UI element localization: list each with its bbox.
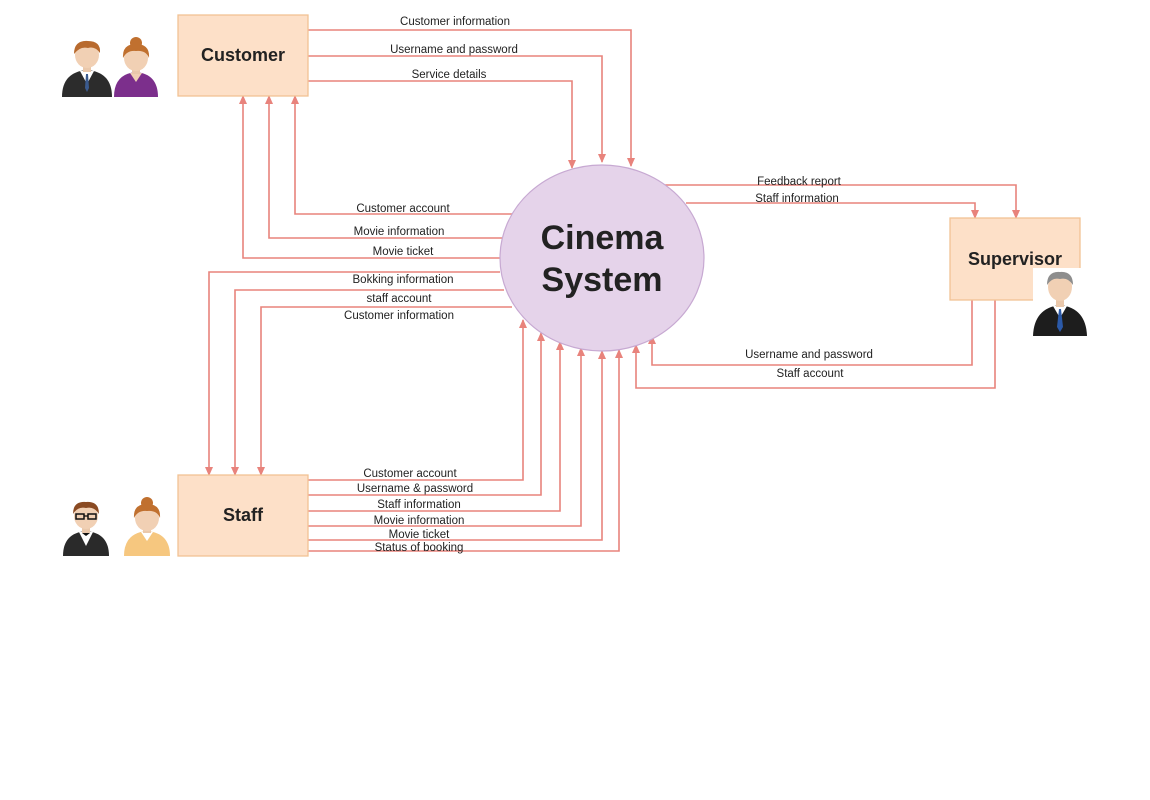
flow-label: Status of booking <box>375 542 464 554</box>
cinema-system-process: Cinema System <box>499 164 705 352</box>
flow-line-customer-account <box>291 95 515 215</box>
flow-label: Movie ticket <box>389 529 451 541</box>
flow-line-status-of-booking <box>308 349 623 552</box>
flow-line-supervisor-username-password <box>648 300 973 366</box>
flow-label: Service details <box>412 69 487 81</box>
customer-entity: Customer <box>177 14 309 97</box>
flow-line-booking-information <box>205 271 500 476</box>
flow-label: Staff information <box>377 499 461 511</box>
flow-label: Staff account <box>777 368 845 380</box>
flow-label: Username and password <box>745 349 873 361</box>
flow-label: Username and password <box>390 44 518 56</box>
flow-label: Feedback report <box>757 176 842 188</box>
staff-label: Staff <box>223 505 264 525</box>
flow-label: Movie information <box>374 515 465 527</box>
flow-line-username-password <box>308 55 606 163</box>
flow-line-customer-information <box>308 29 635 167</box>
flow-label: Bokking information <box>353 274 454 286</box>
flow-line-staff-username-password <box>308 332 545 496</box>
supervisor-avatar <box>1033 268 1090 338</box>
flow-line-staff-information <box>308 341 564 512</box>
flow-label: Customer information <box>400 16 510 28</box>
flow-label: Customer information <box>344 310 454 322</box>
supervisor-label: Supervisor <box>968 249 1062 269</box>
flow-line-feedback-report <box>664 184 1020 219</box>
flow-label: Customer account <box>356 203 450 215</box>
process-title-line2: System <box>542 261 663 299</box>
customer-man-avatar <box>62 40 112 97</box>
process-title-line1: Cinema <box>541 219 665 257</box>
staff-woman-avatar <box>124 497 170 556</box>
flow-label: staff account <box>367 293 433 305</box>
flow-label: Movie information <box>354 226 445 238</box>
flow-line-staff-account <box>231 289 504 476</box>
flow-label: Customer account <box>363 468 457 480</box>
flow-line-staff-account-supervisor <box>632 300 996 389</box>
flow-line-service-details <box>308 80 576 169</box>
flow-label: Movie ticket <box>373 246 435 258</box>
flow-line-movie-information <box>265 95 502 239</box>
customer-label: Customer <box>201 45 285 65</box>
flow-line-staff-customer-account <box>308 319 527 481</box>
flow-labels: Customer information Username and passwo… <box>344 16 873 554</box>
flow-label: Username & password <box>357 483 473 495</box>
staff-man-avatar <box>63 501 109 556</box>
flow-line-staff-customer-information <box>257 306 512 476</box>
flow-lines <box>205 29 1020 552</box>
flow-line-supervisor-staff-information <box>686 202 979 219</box>
flow-label: Staff information <box>755 193 839 205</box>
customer-woman-avatar <box>114 37 158 97</box>
flow-line-staff-movie-ticket <box>308 350 606 541</box>
staff-entity: Staff <box>177 474 309 557</box>
flow-line-movie-ticket <box>239 95 500 259</box>
flow-line-staff-movie-information <box>308 347 585 527</box>
